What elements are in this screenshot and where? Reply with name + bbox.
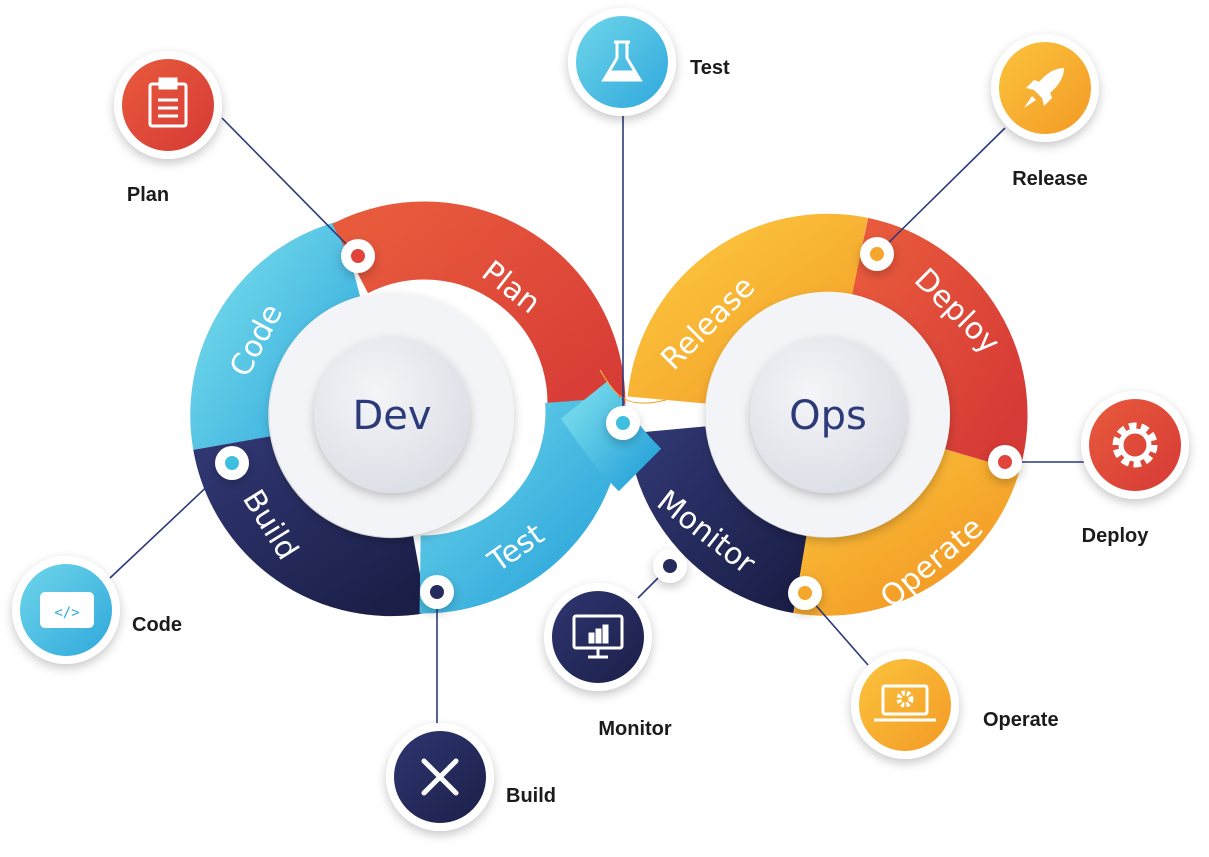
connector-dots xyxy=(215,237,1022,610)
segment-code xyxy=(190,220,362,450)
code-window-icon: </> xyxy=(40,592,94,628)
dot-deploy xyxy=(988,445,1022,479)
tools-icon xyxy=(421,758,459,796)
gear-icon xyxy=(1112,422,1158,468)
segment-plan xyxy=(332,201,626,437)
dot-operate xyxy=(788,576,822,610)
segment-build xyxy=(193,435,428,617)
dot-monitor xyxy=(653,549,687,583)
dev-label: Dev xyxy=(352,393,431,439)
svg-text:</>: </> xyxy=(54,605,79,621)
flask-icon xyxy=(601,40,643,82)
segment-monitor xyxy=(627,425,808,614)
ops-loop xyxy=(627,213,1028,616)
stage-label-deploy: Deploy xyxy=(1082,525,1150,547)
segment-deploy xyxy=(850,217,1028,471)
stage-label-monitor: Monitor xyxy=(598,718,672,740)
stage-label-test: Test xyxy=(690,57,730,79)
stage-test: Test xyxy=(568,8,730,116)
connector-plan xyxy=(221,117,359,257)
laptop-gear-icon xyxy=(874,684,936,722)
stage-label-release: Release xyxy=(1012,168,1088,190)
dot-test xyxy=(606,406,640,440)
stage-code: </> Code xyxy=(12,556,182,664)
dot-plan xyxy=(341,239,375,273)
clipboard-icon xyxy=(148,77,188,128)
connector-code xyxy=(109,462,233,579)
connector-release xyxy=(876,127,1006,255)
stage-release: Release xyxy=(991,34,1099,190)
stage-monitor: Monitor xyxy=(544,583,672,740)
stage-label-code: Code xyxy=(132,614,182,636)
dot-build xyxy=(420,575,454,609)
rocket-icon xyxy=(1024,68,1064,108)
stage-label-operate: Operate xyxy=(983,709,1059,731)
dot-release xyxy=(860,237,894,271)
stage-label-build: Build xyxy=(506,785,556,807)
segment-release xyxy=(627,213,868,405)
dev-hub: Dev xyxy=(270,293,514,537)
stage-label-plan: Plan xyxy=(127,184,169,206)
ops-label: Ops xyxy=(789,393,867,439)
crossing-test-band xyxy=(560,381,662,492)
stage-plan: Plan xyxy=(114,51,222,206)
ops-hub: Ops xyxy=(706,293,950,537)
monitor-chart-icon xyxy=(572,614,624,659)
dot-code xyxy=(215,446,249,480)
segment-operate xyxy=(793,448,1020,616)
stage-build: Build xyxy=(386,723,556,831)
stage-deploy: Deploy xyxy=(1081,391,1189,547)
stage-operate: Operate xyxy=(851,651,1059,759)
